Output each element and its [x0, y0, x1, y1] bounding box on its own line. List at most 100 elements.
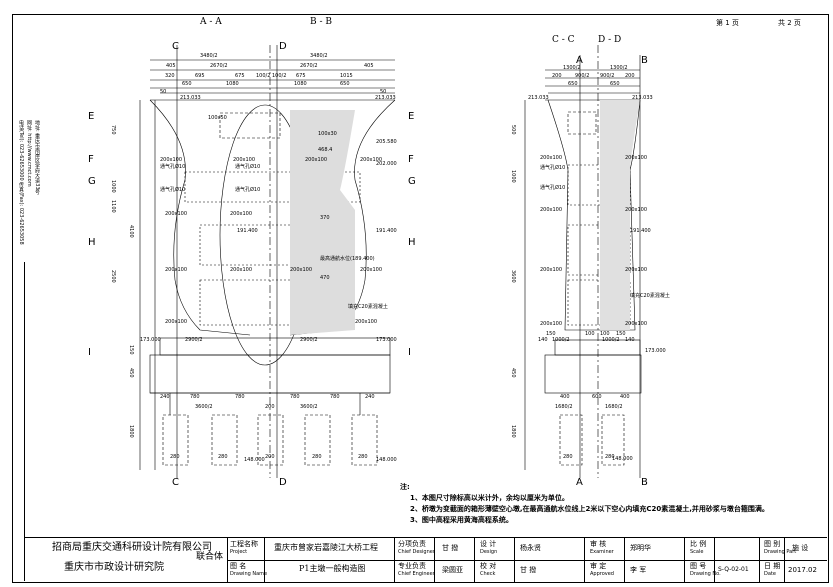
dim-label: 3600/2	[195, 404, 213, 410]
dim-label: 200x100	[165, 211, 188, 217]
dim-label: 100	[600, 331, 610, 337]
dim-label: 200x100	[625, 207, 648, 213]
dim-label: 600	[592, 394, 602, 400]
section-title-a: A - A	[200, 17, 222, 27]
dim-label: 100x50	[208, 115, 227, 121]
tb-cell-en: Design	[480, 549, 498, 555]
fill-label: 填充C20素混凝土	[348, 304, 388, 310]
dim-label: 150	[546, 331, 556, 337]
dim-label: 100	[585, 331, 595, 337]
tb-cell: 2017.02	[788, 566, 817, 574]
elev-label: 148.000	[244, 457, 265, 463]
vdim-label: 150	[128, 345, 134, 355]
vdim-label: 1000	[110, 180, 116, 193]
cut-label: C	[172, 477, 179, 488]
cut-label: F	[88, 154, 94, 165]
dim-label: 3600/2	[300, 404, 318, 410]
tb-cell-en: Chief Engineer	[398, 571, 435, 577]
section-title-c: C - C	[552, 35, 575, 45]
vdim-label: 500	[510, 125, 516, 135]
cut-label: A	[576, 477, 583, 488]
notes-block: 注: 1、本图尺寸除标高以米计外，余均以厘米为单位。 2、桥墩为变截面的箱形薄壁…	[400, 482, 769, 526]
web-text: 网址: http://www.cmct.com	[26, 120, 32, 187]
vdim-label: 1100	[110, 200, 116, 213]
dim-label: 240	[160, 394, 170, 400]
sheet-number: 第 1 页	[716, 19, 739, 27]
tb-cell-en: Scale	[690, 549, 704, 555]
dim-label: 675	[296, 73, 306, 79]
dim-label: 468.4	[318, 147, 333, 153]
dim-label: 2900/2	[185, 337, 203, 343]
tb-cell: 图 号	[690, 562, 707, 570]
dim-label: 100/2	[272, 73, 287, 79]
cut-label: B	[641, 477, 648, 488]
cut-label: B	[641, 55, 648, 66]
note-item: 2、桥墩为变截面的箱形薄壁空心墩,在最高通航水位线上2米以下空心内填充C20素混…	[410, 505, 769, 513]
dim-label: 470	[320, 275, 330, 281]
dim-label: 200x100	[290, 267, 313, 273]
dim-label: 140	[538, 337, 548, 343]
tb-cell: 校 对	[480, 562, 497, 570]
dim-label: 2670/2	[300, 63, 318, 69]
elev-label: 191.400	[376, 228, 397, 234]
drawing-label-en: Drawing Name	[230, 571, 268, 577]
company-name-2: 重庆市市政设计研究院	[64, 562, 164, 573]
tb-cell: 分项负责	[398, 540, 426, 548]
dim-label: 100/2	[256, 73, 271, 79]
contact-text: 电话(Tel): 023-62653000 传真(Fax): 023-62653…	[18, 120, 24, 245]
dim-label: 140	[625, 337, 635, 343]
note-item: 3、图中高程采用黄海高程系统。	[410, 516, 513, 524]
section-title-b: B - B	[310, 17, 332, 27]
vdim-label: 4100	[128, 225, 134, 238]
vent-label: 通气孔Ø10	[235, 187, 261, 193]
dim-label: 3480/2	[310, 53, 328, 59]
elev-label: 191.400	[630, 228, 651, 234]
dim-label: 200x100	[360, 267, 383, 273]
tb-cell: 郑明华	[630, 544, 651, 552]
company-name-1: 招商局重庆交通科研设计院有限公司	[52, 542, 212, 553]
tb-cell: 设 计	[480, 540, 497, 548]
dim-label: 370	[320, 215, 330, 221]
dim-label: 1080	[226, 81, 239, 87]
dim-label: 200	[265, 454, 275, 460]
elev-label: 148.000	[376, 457, 397, 463]
vent-label: 通气孔Ø10	[540, 165, 566, 171]
tb-cell: 日 期	[764, 562, 781, 570]
dim-label: 280	[312, 454, 322, 460]
cut-label: A	[576, 55, 583, 66]
dim-label: 2900/2	[300, 337, 318, 343]
vdim-label: 1800	[128, 425, 134, 438]
vdim-label: 450	[128, 368, 134, 378]
dim-label: 200	[265, 404, 275, 410]
dim-label: 1300/2	[563, 65, 581, 71]
note-item: 1、本图尺寸除标高以米计外，余均以厘米为单位。	[410, 494, 569, 502]
joint-label: 联合体	[196, 552, 224, 562]
dim-label: 200x100	[305, 157, 328, 163]
dim-label: 1000/2	[552, 337, 570, 343]
vent-label: 通气孔Ø10	[540, 185, 566, 191]
dim-label: 100x30	[318, 131, 337, 137]
dim-label: 150	[616, 331, 626, 337]
dim-label: 200x100	[625, 267, 648, 273]
cut-label: C	[172, 41, 179, 52]
dim-label: 240	[365, 394, 375, 400]
vent-label: 通气孔Ø10	[160, 164, 186, 170]
dim-label: 200x100	[360, 157, 383, 163]
vdim-label: 1800	[510, 425, 516, 438]
tb-cell: 甘 撥	[442, 544, 459, 552]
elev-label: 213.033	[632, 95, 653, 101]
dim-label: 200x100	[540, 321, 563, 327]
dim-label: 50	[160, 89, 167, 95]
vdim-label: 3600	[510, 270, 516, 283]
dim-label: 900/2	[600, 73, 615, 79]
dim-label: 200x100	[230, 211, 253, 217]
cut-label: E	[88, 111, 95, 122]
drawing-name: P1主墩一般构造图	[299, 564, 366, 573]
vent-label: 通气孔Ø10	[160, 187, 186, 193]
project-label: 工程名称	[230, 540, 258, 548]
dim-label: 1680/2	[605, 404, 623, 410]
tb-cell: 施 设	[792, 544, 809, 552]
dim-label: 1680/2	[555, 404, 573, 410]
cut-label: F	[408, 154, 414, 165]
dim-label: 405	[364, 63, 374, 69]
